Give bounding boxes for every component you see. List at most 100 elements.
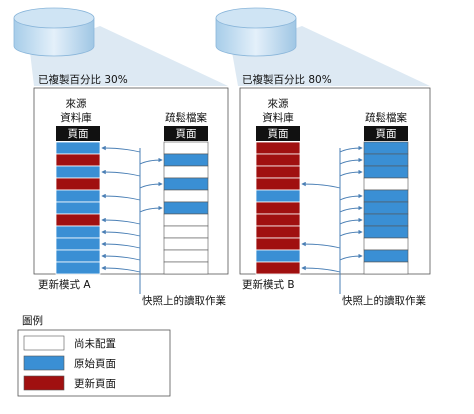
source-page-updated — [55, 177, 101, 191]
source-header-label-b: 頁面 — [268, 128, 289, 140]
source-page-original — [55, 165, 101, 179]
database-cylinder-b-icon — [215, 7, 297, 57]
source-page-updated — [255, 177, 301, 191]
source-page-updated — [55, 153, 101, 167]
legend-swatch-unallocated — [23, 335, 65, 351]
read-arrow-to-source — [101, 253, 141, 261]
source-label-line2-b: 資料庫 — [262, 111, 294, 124]
sparse-page-empty — [163, 141, 209, 155]
read-arrow-to-sparse — [339, 169, 363, 177]
source-page-updated — [255, 165, 301, 179]
legend-title: 圖例 — [22, 314, 43, 327]
sparse-pages-a — [163, 141, 209, 275]
source-pages-a — [55, 141, 101, 275]
read-arrow-to-source — [101, 217, 141, 225]
sparse-page-original — [363, 249, 409, 263]
read-arrow-to-sparse — [339, 145, 363, 153]
read-arrow-to-sparse — [139, 181, 163, 189]
read-arrows-a — [101, 145, 163, 294]
read-arrow-to-sparse — [339, 193, 363, 201]
read-arrow-to-sparse — [339, 205, 363, 213]
legend-label-updated: 更新頁面 — [74, 377, 116, 390]
legend-label-original: 原始頁面 — [74, 357, 116, 370]
sparse-page-empty — [163, 225, 209, 239]
sparse-page-empty — [163, 165, 209, 179]
read-arrow-to-source — [101, 145, 141, 153]
percent-copied-label-a: 已複製百分比 30% — [38, 73, 128, 86]
source-page-original — [55, 261, 101, 275]
source-header-label-a: 頁面 — [68, 128, 89, 140]
sparse-page-empty — [163, 237, 209, 251]
read-arrow-to-source — [101, 265, 141, 273]
source-label-line2-a: 資料庫 — [60, 111, 92, 124]
read-arrow-to-source — [101, 169, 141, 177]
sparse-page-empty — [163, 249, 209, 263]
database-cylinder-a-icon — [13, 7, 95, 57]
source-page-updated — [255, 153, 301, 167]
read-arrow-to-sparse — [139, 157, 163, 165]
source-page-updated — [255, 141, 301, 155]
read-arrow-to-source — [101, 229, 141, 237]
source-page-original — [55, 249, 101, 263]
source-page-original — [55, 237, 101, 251]
legend-swatch-updated — [23, 375, 65, 391]
legend: 圖例 尚未配置 原始頁面 更新頁面 — [17, 314, 171, 397]
read-arrow-to-source — [301, 241, 341, 249]
sparse-page-empty — [363, 177, 409, 191]
legend-label-unallocated: 尚未配置 — [74, 337, 116, 350]
read-arrow-to-source — [101, 241, 141, 249]
panel-a: 已複製百分比 30% 來源 資料庫 疏鬆檔案 頁面 頁面 更新模式 A 快照上的… — [13, 7, 229, 307]
snapshot-read-label-a: 快照上的讀取作業 — [142, 294, 226, 307]
sparse-page-original — [363, 213, 409, 227]
sparse-page-empty — [163, 261, 209, 275]
sparse-column-header-a — [164, 126, 208, 141]
source-page-original — [255, 249, 301, 263]
sparse-page-original — [163, 153, 209, 167]
source-page-updated — [255, 225, 301, 239]
update-mode-label-b: 更新模式 B — [242, 278, 295, 291]
source-page-updated — [255, 261, 301, 275]
sparse-header-label-b: 頁面 — [376, 128, 397, 140]
sparse-page-original — [363, 153, 409, 167]
sparse-file-label-a: 疏鬆檔案 — [165, 111, 207, 124]
update-mode-label-a: 更新模式 A — [38, 278, 91, 291]
sparse-page-original — [163, 177, 209, 191]
sparse-pages-b — [363, 141, 409, 275]
read-arrow-to-sparse — [339, 253, 363, 261]
sparse-column-header-b — [364, 126, 408, 141]
source-page-original — [55, 225, 101, 239]
sparse-page-empty — [363, 261, 409, 275]
sparse-page-original — [363, 225, 409, 239]
snapshot-read-label-b: 快照上的讀取作業 — [342, 294, 426, 307]
read-arrow-to-sparse — [339, 217, 363, 225]
sparse-page-original — [363, 165, 409, 179]
sparse-page-original — [363, 141, 409, 155]
source-column-header-a — [56, 126, 100, 141]
sparse-page-original — [363, 201, 409, 215]
sparse-page-original — [163, 201, 209, 215]
source-label-line1-b: 來源 — [268, 97, 289, 110]
sparse-page-empty — [163, 189, 209, 203]
source-page-original — [55, 189, 101, 203]
sparse-page-empty — [163, 213, 209, 227]
panel-b: 已複製百分比 80% 來源 資料庫 疏鬆檔案 頁面 頁面 更新模式 B 快照上的… — [215, 7, 431, 307]
sparse-file-label-b: 疏鬆檔案 — [365, 111, 407, 124]
read-arrow-to-source — [301, 181, 341, 189]
sparse-page-empty — [363, 237, 409, 251]
percent-copied-label-b: 已複製百分比 80% — [242, 73, 332, 86]
read-arrow-to-source — [301, 265, 341, 273]
source-label-line1-a: 來源 — [66, 97, 87, 110]
source-column-header-b — [256, 126, 300, 141]
source-pages-b — [255, 141, 301, 275]
source-page-original — [255, 189, 301, 203]
legend-swatch-original — [23, 355, 65, 371]
read-arrow-to-sparse — [139, 205, 163, 213]
read-arrows-b — [301, 145, 363, 294]
read-arrow-to-source — [101, 193, 141, 201]
read-arrow-to-sparse — [339, 157, 363, 165]
read-arrow-to-sparse — [339, 229, 363, 237]
source-page-original — [55, 141, 101, 155]
sparse-page-original — [363, 189, 409, 203]
source-page-updated — [255, 237, 301, 251]
